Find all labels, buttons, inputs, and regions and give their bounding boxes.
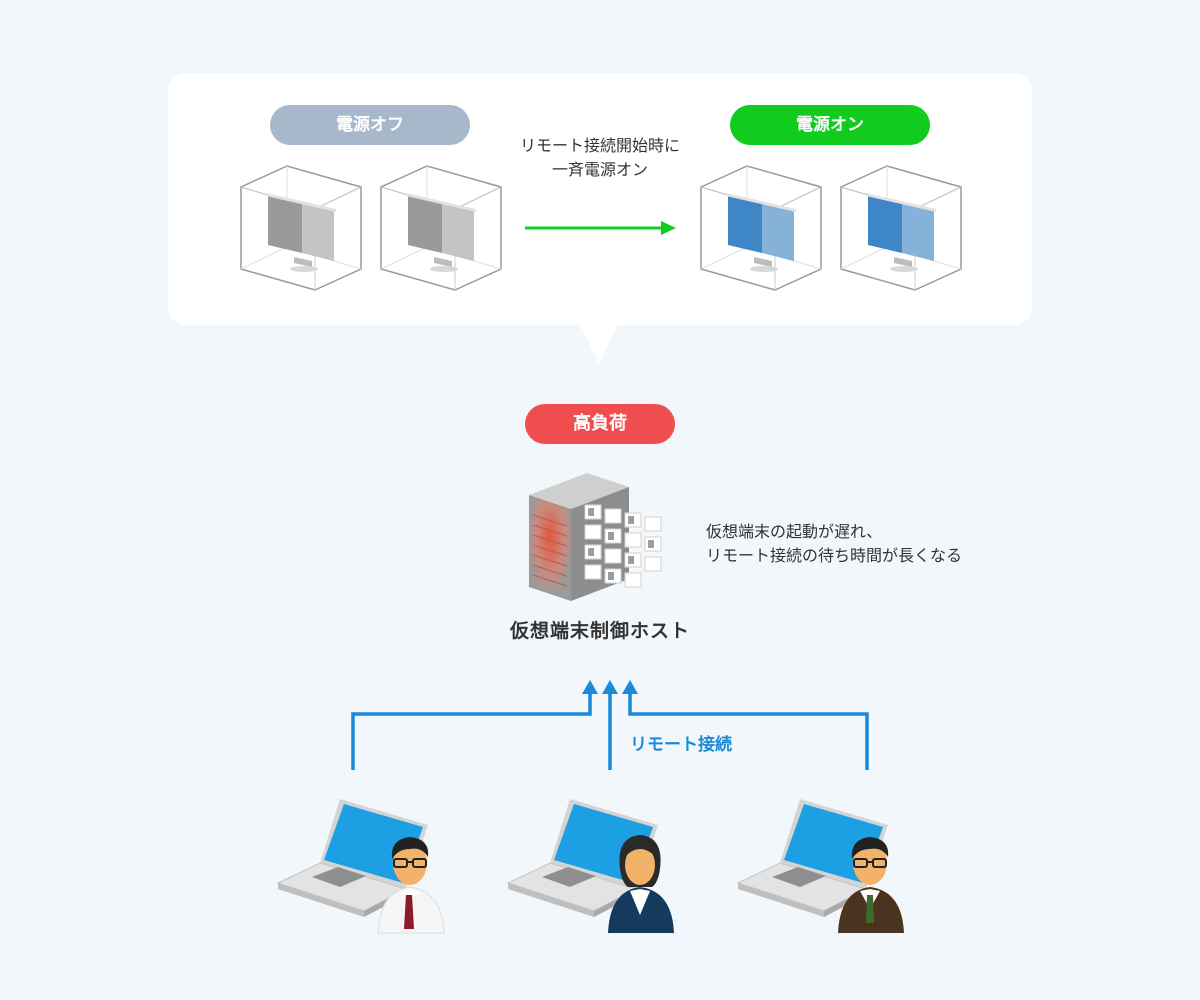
- laptop-user-icon: [276, 799, 445, 934]
- server-icon: [529, 473, 662, 601]
- delay-note: 仮想端末の起動が遅れ、 リモート接続の待ち時間が長くなる: [706, 522, 963, 565]
- laptop-user-icon: [506, 799, 674, 933]
- transition-note: リモート接続開始時に 一斉電源オン: [519, 136, 680, 179]
- speech-bubble-tail: [578, 320, 620, 364]
- monitor-off-icon: [240, 165, 362, 291]
- power-off-badge: 電源オフ: [270, 105, 470, 145]
- remote-connection-label: リモート接続: [630, 735, 732, 755]
- monitor-off-icon: [380, 165, 502, 291]
- host-label: 仮想端末制御ホスト: [509, 620, 690, 642]
- power-on-badge: 電源オン: [730, 105, 930, 145]
- laptop-user-icon: [736, 799, 904, 933]
- monitor-on-icon: [700, 165, 822, 291]
- high-load-badge: 高負荷: [525, 404, 675, 444]
- monitor-on-icon: [840, 165, 962, 291]
